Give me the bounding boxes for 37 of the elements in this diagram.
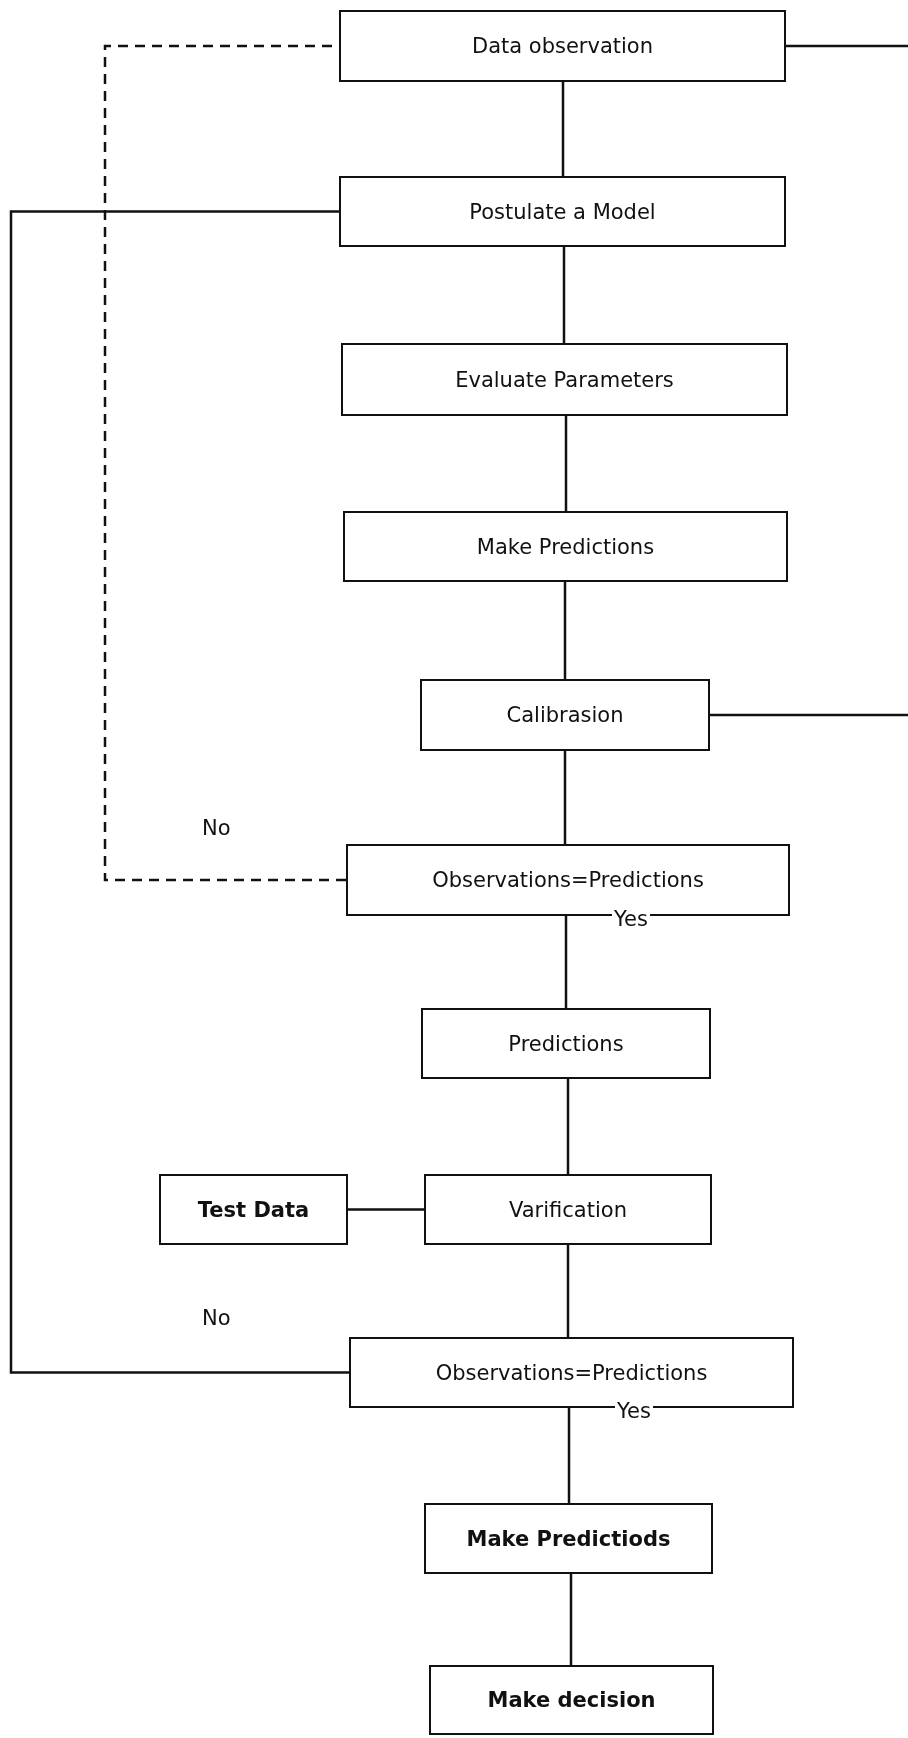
process-box bbox=[420, 679, 710, 751]
connector-line bbox=[566, 1245, 570, 1337]
connector-line bbox=[9, 210, 349, 1374]
box-label: Calibrasion bbox=[506, 703, 624, 727]
box-label: Observations=Predictions bbox=[435, 1360, 708, 1385]
box-label: Evaluate Parameters bbox=[455, 367, 674, 392]
connector-line bbox=[786, 44, 908, 48]
connector-line bbox=[348, 1208, 424, 1211]
box-label: Varification bbox=[509, 1197, 627, 1222]
connector-line bbox=[569, 1574, 573, 1665]
process-box bbox=[429, 1665, 714, 1735]
process-box bbox=[159, 1174, 348, 1245]
connector-line bbox=[564, 416, 568, 511]
process-box bbox=[339, 10, 786, 82]
process-box bbox=[341, 343, 788, 416]
box-label: Make Predictiods bbox=[466, 1526, 671, 1551]
box-label: Make decision bbox=[487, 1688, 656, 1712]
connector-line bbox=[567, 1408, 571, 1503]
connector-line bbox=[566, 1079, 570, 1174]
process-box bbox=[339, 176, 786, 247]
dashed-connector bbox=[103, 44, 346, 882]
connector-line bbox=[710, 713, 908, 717]
connector-line bbox=[564, 916, 568, 1008]
box-label: Make Predictions bbox=[476, 534, 655, 559]
process-box bbox=[343, 511, 788, 582]
connector-line bbox=[561, 82, 565, 176]
connector-line bbox=[563, 582, 567, 679]
box-label: Observations=Predictions bbox=[432, 868, 704, 892]
box-label: Test Data bbox=[197, 1197, 310, 1222]
process-box bbox=[421, 1008, 711, 1079]
box-label: Postulate a Model bbox=[469, 199, 656, 224]
box-label: Data observation bbox=[472, 34, 653, 58]
process-box bbox=[424, 1174, 712, 1245]
process-box bbox=[424, 1503, 713, 1574]
box-label: Predictions bbox=[508, 1031, 624, 1056]
connector-line bbox=[563, 751, 567, 844]
connector-line bbox=[562, 247, 566, 343]
